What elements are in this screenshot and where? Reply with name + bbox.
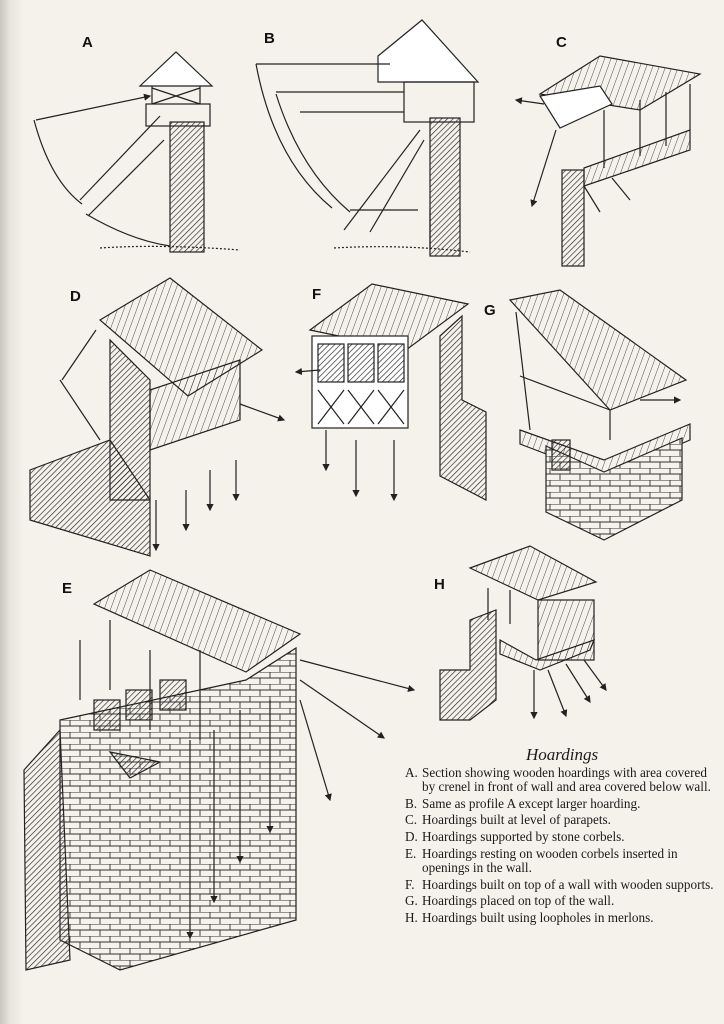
caption-text: Same as profile A except larger hoarding…: [422, 795, 641, 811]
caption-text: Hoardings resting on wooden corbels inse…: [422, 845, 678, 876]
figure-label-a: A: [82, 34, 93, 51]
caption-text: Section showing wooden hoardings with ar…: [422, 764, 711, 795]
caption-text: Hoardings built on top of a wall with wo…: [422, 876, 714, 892]
hoardings-caption: Hoardings A.Section showing wooden hoard…: [396, 745, 722, 928]
figure-label-h: H: [434, 576, 445, 593]
figure-d-drawing: [29, 277, 286, 557]
caption-key: F.: [405, 876, 415, 892]
caption-item: E. Hoardings resting on wooden corbels in…: [396, 845, 722, 876]
figure-g-drawing: [508, 289, 691, 541]
caption-item: D.Hoardings supported by stone corbels.: [396, 828, 722, 845]
caption-key: G.: [405, 893, 418, 909]
figure-c-drawing: [514, 55, 702, 267]
figure-b-drawing: [255, 19, 480, 257]
figure-label-f: F: [312, 286, 322, 303]
caption-key: D.: [405, 828, 418, 844]
caption-key: H.: [405, 909, 418, 925]
caption-text: Hoardings placed on top of the wall.: [422, 893, 615, 909]
figure-e-drawing: [23, 569, 416, 971]
caption-text: Hoardings built using loopholes in merlo…: [422, 909, 654, 925]
figure-label-b: B: [264, 30, 275, 47]
caption-item: C.Hoardings built at level of parapets.: [396, 813, 722, 828]
figure-label-d: D: [70, 288, 81, 305]
caption-key: C.: [405, 812, 418, 828]
figure-h-drawing: [439, 545, 607, 721]
caption-key: A.: [405, 764, 418, 780]
figure-f-drawing: [294, 283, 487, 502]
caption-item: B.Same as profile A except larger hoardi…: [396, 795, 722, 812]
caption-text: Hoardings supported by stone corbels.: [422, 828, 625, 844]
caption-key: B.: [405, 795, 418, 811]
figure-label-g: G: [484, 302, 496, 319]
figure-label-c: C: [556, 34, 567, 51]
figure-a-drawing: [33, 51, 241, 253]
caption-item: H.Hoardings built using loopholes in mer…: [396, 909, 722, 926]
caption-item: A.Section showing wooden hoardings with …: [396, 764, 722, 795]
caption-key: E.: [405, 845, 417, 861]
caption-item: G.Hoardings placed on top of the wall.: [396, 894, 722, 909]
figure-label-e: E: [62, 580, 73, 597]
caption-title: Hoardings: [526, 745, 599, 764]
caption-list: A.Section showing wooden hoardings with …: [396, 764, 722, 926]
caption-item: F. Hoardings built on top of a wall with …: [396, 876, 722, 893]
caption-text: Hoardings built at level of parapets.: [422, 812, 611, 828]
